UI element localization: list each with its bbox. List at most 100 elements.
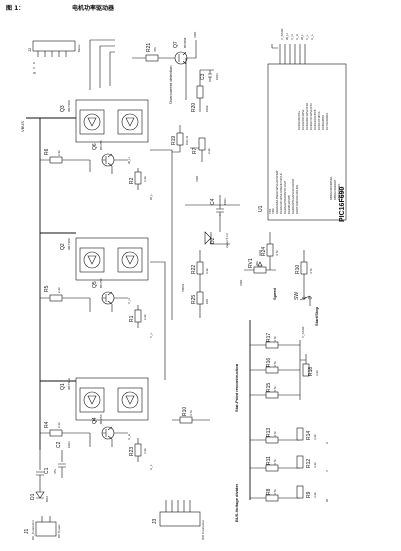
resistors-13-value-text: 4.7k [275,250,279,256]
resistors-8-ref-text: R2 [129,177,135,184]
base-resistor-r2: R1 2.2k V_L [129,305,153,338]
connectors-j1-lines-1-text: DC Power [57,524,61,538]
capacitors-3-value-text: 47u [53,469,57,474]
misc-d2-part-text: Zener 5.1V [225,233,229,248]
drivers-2-ref-text: Q4 [92,417,98,424]
mcu-pins-left-7-text: VSS [268,209,272,214]
misc-rv1-ref-text: RV1 [248,258,254,268]
j3-icd-connector: J3 ICD Connector [152,500,205,540]
connectors-j2-ref-text: J2 [27,47,32,52]
resistors-5-value-text: 2.2k [57,287,61,293]
driver-q5: Q5 BCX56 V_H [89,278,131,312]
mcu-pins-left-6-text: VDD [271,208,275,214]
resistors-10-value-text: 3.3k [143,448,147,454]
resistors-16-value-text: 4.7k [273,361,277,367]
connectors-j2-pins-1-text: V [33,66,35,70]
connectors-j3-lines-0-text: ICD Connector [201,520,205,540]
base-resistor-r3: R2 2.2k W_L [129,168,153,200]
capacitors-2-ref-text: C2 [56,441,62,448]
labels-v-l-text: V_L [149,332,153,338]
labels-v-h-text: V_H [290,34,294,40]
mcu-pins-left-2-text: RA2/AN2/T0CKI/INT/C1OUT [283,180,287,214]
misc-d1-ref-text: D1 [30,493,36,500]
resistors-15-ref-text: R17 [266,333,272,342]
mcu-pins-left: RA0/AN0/ULPWU/C12IN0+/ICSPDAT RA1/AN1/C1… [268,170,299,214]
capacitors-1-value-text: 100n [223,198,227,205]
resistors-21-ref-text: R11 [266,456,272,465]
mosfets-1-ref-text: Q2 [60,243,66,250]
resistors-1-value-text: 100k [205,105,209,112]
resistors-9-value-text: 2.2k [143,314,147,320]
drivers-1-part-text: BCX56 [99,278,103,288]
labels-w-l-text: W_L [300,34,304,41]
resistors-14-value-text: 4.7k [189,410,193,416]
resistors-5-ref-text: R5 [44,285,50,292]
resistors-11-ref-text: R22 [191,265,197,274]
resistors-0-ref-text: R21 [146,43,152,52]
mcu-pins-right-7-text: RC7/AN9/SDO [325,113,329,130]
resistors-2-value-text: 0.01 Ω [185,135,189,145]
resistors-4-value-text: 2.2k [57,150,61,156]
resistors-19-ref-text: R13 [266,428,272,437]
resistors-20-value-text: 3.3k [313,434,317,440]
resistors-8-value-text: 2.2k [143,176,147,182]
labels-w-h-text: W_H [127,157,131,164]
figure-label: 图 1： [6,5,25,12]
resistors-21-value-text: 4.7k [273,459,277,465]
overcurrent-block: R21 47k Q7 BCW68 VDD C3 100n R20 100k Ov… [132,31,219,162]
mcu-pins-right-2-text: RC2/AN6/C12IN2-/P1D [305,103,309,130]
connectors-j1-ref-text: J1 [24,529,30,535]
labels-vdd-text: VDD [195,175,199,182]
star-point-block: Star-Point reconstruction R17 4.7k R16 4… [234,320,319,500]
labels-star-point-text: Star-Point reconstruction [234,363,239,412]
connectors-j2-pins-0-text: U [33,61,35,65]
resistors-15-value-text: 4.7k [273,336,277,342]
resistors-22-value-text: 3.3k [313,462,317,468]
misc-rv1-value-text: 20k [255,261,259,266]
mosfets-0-ref-text: Q3 [60,105,66,112]
labels-u-h-text: U_H [295,34,299,40]
labels-bus-voltage-text: BUS-Voltage divider [234,483,239,522]
capacitors-2-value-text: 100n [67,441,71,448]
labels-u-text: U [325,442,329,444]
labels-v-star-text: V_STAR [280,28,284,40]
labels-w-l-text: W_L [149,194,153,201]
misc-sw1-ref-text: SW [294,292,300,300]
gate-resistor-r6: R6 2.2k [40,148,90,164]
sense-divider: R22 3.3k R25 100 VBUS [181,250,209,318]
mcu-pins-right-9-text: RB5/AN11/RX/DT [333,179,337,200]
mcu-pins-right-6-text: RC6/AN8/SS [321,115,325,130]
drivers-1-ref-text: Q5 [92,281,98,288]
mcu-pins-left-5-text: RA5/T1CKI/OSC1/CLKIN [295,185,299,214]
power-input: J1 DC_Connector DC Power D1 DD2 C1 47u C… [24,441,71,540]
labels-speed-text: Speed [272,287,277,300]
bus-voltage-block: BUS-Voltage divider R13 4.7k R11 4.7k R8… [234,428,329,522]
mcu-pins-right-8-text: RB4/AN10/SDI/SDA [329,176,333,200]
resistors-1-ref-text: R20 [191,103,197,112]
labels-v-h-text: V_H [127,298,131,304]
drivers-2-part-text: BCX56 [99,414,103,424]
connectors-j2-pins-2-text: W [33,71,36,75]
gate-resistor-r4: R4 2.2k [40,421,90,437]
resistors-16-ref-text: R16 [266,358,272,367]
labels-v-star-text: V_STAR [301,326,305,338]
phase-lines [89,39,173,380]
resistors-23-ref-text: R8 [266,488,272,495]
mcu-pins-right-0-text: RC0/AN4/C2IN+ [297,110,301,130]
resistors-4-ref-text: R6 [44,148,50,155]
resistors-18-ref-text: R18 [308,367,314,376]
driver-q6: Q6 BCX56 W_H [89,140,131,174]
capacitors-1-ref-text: C4 [210,198,216,205]
capacitors-0-ref-text: C3 [200,73,206,80]
speed-control: RV1 20k Speed VDD R24 4.7k R10 4.7k SW S… [239,232,319,326]
resistors-9-ref-text: R1 [129,315,135,322]
vbus-label: VBUS [20,121,25,132]
resistors-3-value-text: 2.2k [207,148,211,154]
mcu-pins-right-5-text: RC5/CCP1/P1A [317,111,321,130]
resistors-3-ref-text: R7 [192,147,198,154]
labels-overcurrent-text: Overcurrent detection [168,66,173,104]
resistors-12-ref-text: R25 [191,295,197,304]
mcu-pins-right: RC0/AN4/C2IN+ RC1/AN5/C12IN1- RC2/AN6/C1… [297,103,344,200]
mcu-pins-right-1-text: RC1/AN5/C12IN1- [301,109,305,130]
